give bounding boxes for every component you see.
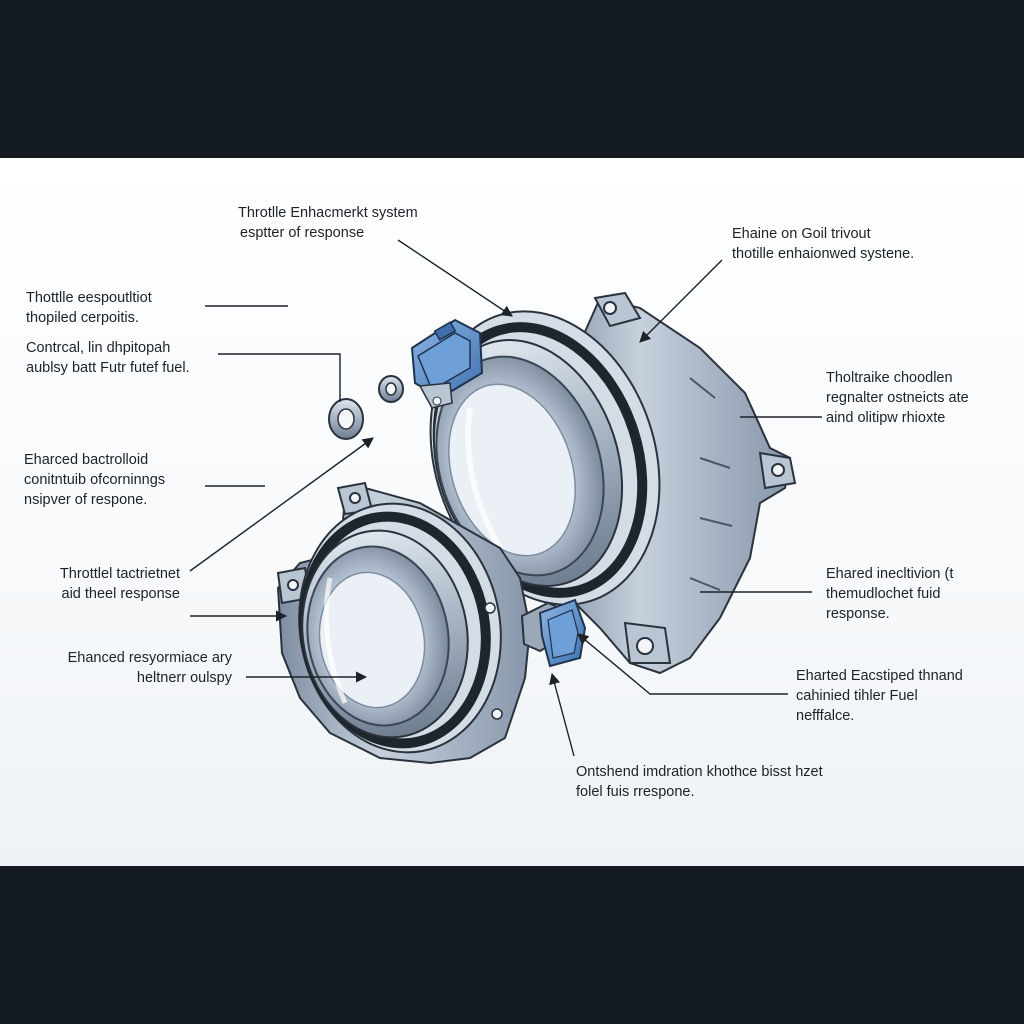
callout-regulator: Tholtraike choodlen regnalter ostneicts … (826, 368, 969, 428)
callout-throttle-system: Throtlle Enhacmerkt system esptter of re… (238, 203, 418, 243)
washer-small (378, 375, 404, 403)
callout-line: regnalter ostneicts ate (826, 390, 969, 406)
callout-line: nefffalce. (796, 708, 855, 724)
callout-enhanced-control: Eharced bactrolloid conitntuib ofcorninn… (24, 450, 165, 510)
throttle-body-exploded-illustration (189, 239, 822, 765)
top-letterbox-band (0, 0, 1024, 158)
callout-line: thotille enhaionwed systene. (732, 246, 915, 262)
callout-line: response. (826, 606, 890, 622)
front-flange-body (276, 481, 532, 765)
callout-line: Throttlel tactrietnet (59, 566, 180, 582)
callout-line: Throtlle Enhacmerkt system (238, 205, 418, 221)
callout-line: aublsy batt Futr futef fuel. (26, 360, 190, 376)
throttle-connector-bottom (520, 598, 587, 668)
callout-outstanding-integration: Ontshend imdration khothce bisst hzet fo… (576, 762, 823, 802)
main-housing (429, 291, 797, 675)
callout-line: folel fuis rrespone. (576, 784, 695, 800)
callout-line: aind olitipw rhioxte (826, 410, 946, 426)
leader-c1 (397, 239, 513, 317)
callout-engine-control: Ehaine on Goil trivout thotille enhaionw… (732, 224, 914, 264)
callout-throttle-fuel-response: Throttlel tactrietnet aid theel response (40, 564, 180, 604)
leader-c10 (577, 633, 788, 695)
callout-line: Eharted Eacstiped thnand (796, 668, 963, 684)
callout-line: Contrcal, lin dhpitopah (26, 340, 171, 356)
leader-c6-arrow (189, 437, 374, 572)
washer-large (328, 398, 364, 440)
callout-enhanced-fuel-efficiency: Eharted Eacstiped thnand cahinied tihler… (796, 666, 963, 726)
callout-line: thopiled cerpoitis. (26, 310, 139, 326)
callout-line: Ehared inecltivion (t (826, 566, 954, 582)
callout-line: Ontshend imdration khothce bisst hzet (576, 764, 823, 780)
callout-throttle-response: Thottlle eespoutltiot thopiled cerpoitis… (26, 288, 152, 328)
diagram-canvas: Throtlle Enhacmerkt system esptter of re… (0, 158, 1024, 866)
callout-line: esptter of response (240, 225, 365, 241)
callout-line: Ehaine on Goil trivout (732, 226, 871, 242)
callout-line: heltnerr oulspy (136, 670, 232, 686)
callout-line: conitntuib ofcorninngs (24, 472, 166, 488)
callout-line: nsipver of respone. (24, 492, 148, 508)
callout-line: Ehanced resyormiace ary (67, 650, 232, 666)
bottom-letterbox-band (0, 866, 1024, 1024)
leader-lines (189, 239, 822, 757)
leader-c11 (549, 672, 575, 757)
callout-line: themudlochet fuid (826, 586, 941, 602)
callout-line: Tholtraike choodlen (826, 370, 953, 386)
callout-line: aid theel response (61, 586, 181, 602)
throttle-position-sensor-top (410, 318, 484, 409)
leader-c2 (639, 259, 723, 343)
callout-line: cahinied tihler Fuel (796, 688, 918, 704)
callout-line: Thottlle eespoutltiot (26, 290, 152, 306)
callout-enhanced-performance: Ehanced resyormiace ary heltnerr oulspy (36, 648, 232, 688)
callout-control-fuel: Contrcal, lin dhpitopah aublsy batt Futr… (26, 338, 190, 378)
leader-c4 (218, 353, 341, 402)
callout-enhanced-injection: Ehared inecltivion (t themudlochet fuid … (826, 564, 953, 624)
callout-line: Eharced bactrolloid (24, 452, 149, 468)
